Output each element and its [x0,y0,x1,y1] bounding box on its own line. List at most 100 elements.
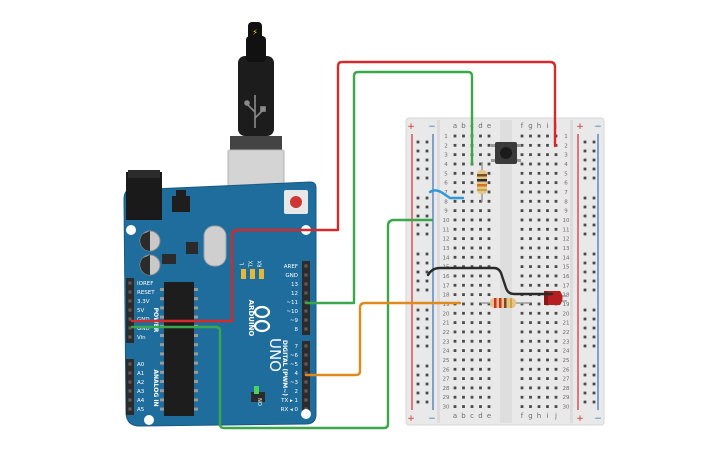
breadboard-hole[interactable] [462,349,465,352]
breadboard-hole[interactable] [554,377,558,380]
breadboard-hole[interactable] [546,190,549,194]
breadboard-hole[interactable] [529,199,532,203]
breadboard-hole[interactable] [554,181,558,185]
breadboard-rail-hole[interactable] [416,176,420,180]
breadboard-rail-hole[interactable] [583,261,587,265]
breadboard-rail-hole[interactable] [416,335,420,339]
breadboard-hole[interactable] [487,395,491,399]
breadboard-hole[interactable] [453,386,457,390]
breadboard-hole[interactable] [462,293,465,297]
breadboard-rail-hole[interactable] [416,344,420,348]
breadboard-hole[interactable] [529,153,532,157]
breadboard-hole[interactable] [537,237,541,241]
breadboard-hole[interactable] [487,265,491,269]
breadboard-hole[interactable] [546,349,549,352]
breadboard-hole[interactable] [487,218,491,222]
breadboard-hole[interactable] [470,358,474,362]
breadboard-rail-hole[interactable] [425,214,429,218]
breadboard-hole[interactable] [487,171,491,175]
breadboard-hole[interactable] [554,218,558,222]
header-pin[interactable] [304,389,308,393]
breadboard-hole[interactable] [462,405,465,408]
breadboard-rail-hole[interactable] [425,205,429,209]
breadboard-hole[interactable] [462,339,465,343]
breadboard-rail-hole[interactable] [592,279,596,283]
breadboard-hole[interactable] [554,405,558,408]
breadboard-hole[interactable] [537,405,541,408]
header-pin[interactable] [128,326,132,330]
breadboard-hole[interactable] [554,162,558,166]
header-pin[interactable] [128,335,132,339]
breadboard-hole[interactable] [554,190,558,194]
breadboard-hole[interactable] [453,218,457,222]
breadboard-hole[interactable] [479,153,482,157]
breadboard-hole[interactable] [462,386,465,390]
breadboard-rail-hole[interactable] [425,196,429,200]
breadboard-hole[interactable] [470,293,474,297]
breadboard-hole[interactable] [529,171,532,175]
breadboard-hole[interactable] [479,349,482,352]
breadboard-hole[interactable] [470,181,474,185]
breadboard-hole[interactable] [453,349,457,352]
breadboard-rail-hole[interactable] [416,288,420,292]
breadboard-hole[interactable] [487,321,491,324]
breadboard-hole[interactable] [470,367,474,371]
breadboard-hole[interactable] [529,311,532,315]
breadboard-hole[interactable] [487,377,491,380]
breadboard-hole[interactable] [529,237,532,241]
breadboard-hole[interactable] [462,143,465,147]
breadboard-hole[interactable] [554,237,558,241]
breadboard-rail-hole[interactable] [416,279,420,283]
breadboard-hole[interactable] [470,283,474,287]
breadboard-hole[interactable] [529,143,532,147]
breadboard-hole[interactable] [479,218,482,222]
breadboard-rail-hole[interactable] [425,382,429,386]
breadboard-rail-hole[interactable] [416,373,420,377]
breadboard-hole[interactable] [520,237,524,241]
breadboard-hole[interactable] [537,358,541,362]
breadboard-hole[interactable] [529,330,532,334]
breadboard-hole[interactable] [529,349,532,352]
breadboard-hole[interactable] [520,321,524,324]
breadboard-rail-hole[interactable] [416,326,420,330]
breadboard-hole[interactable] [487,302,491,306]
breadboard-hole[interactable] [554,311,558,315]
breadboard-rail-hole[interactable] [416,270,420,274]
breadboard-rail-hole[interactable] [416,158,420,162]
breadboard-hole[interactable] [554,246,558,250]
breadboard-hole[interactable] [537,321,541,324]
breadboard-hole[interactable] [554,227,558,231]
breadboard-rail-hole[interactable] [416,382,420,386]
breadboard-rail-hole[interactable] [583,205,587,209]
breadboard-hole[interactable] [554,153,558,157]
breadboard-hole[interactable] [546,265,549,269]
breadboard-rail-hole[interactable] [425,400,429,404]
wire-black-led[interactable] [426,266,554,296]
breadboard-hole[interactable] [479,311,482,315]
breadboard-rail-hole[interactable] [592,391,596,395]
breadboard-rail-hole[interactable] [583,252,587,256]
breadboard-hole[interactable] [546,171,549,175]
breadboard-rail-hole[interactable] [425,288,429,292]
header-pin[interactable] [128,380,132,384]
breadboard-hole[interactable] [546,311,549,315]
breadboard-hole[interactable] [520,330,524,334]
breadboard-rail-hole[interactable] [416,223,420,227]
breadboard-hole[interactable] [487,227,491,231]
wire-red-5v[interactable] [130,60,557,323]
breadboard-hole[interactable] [520,153,524,157]
breadboard-rail-hole[interactable] [425,232,429,236]
breadboard-hole[interactable] [470,190,474,194]
breadboard-hole[interactable] [462,181,465,185]
breadboard-hole[interactable] [479,255,482,259]
breadboard-hole[interactable] [453,395,457,399]
breadboard-hole[interactable] [470,171,474,175]
breadboard-hole[interactable] [470,218,474,222]
breadboard-hole[interactable] [537,386,541,390]
breadboard-hole[interactable] [546,405,549,408]
breadboard-hole[interactable] [546,246,549,250]
breadboard-hole[interactable] [520,367,524,371]
breadboard-rail-hole[interactable] [583,196,587,200]
breadboard-hole[interactable] [487,143,491,147]
breadboard-hole[interactable] [554,386,558,390]
